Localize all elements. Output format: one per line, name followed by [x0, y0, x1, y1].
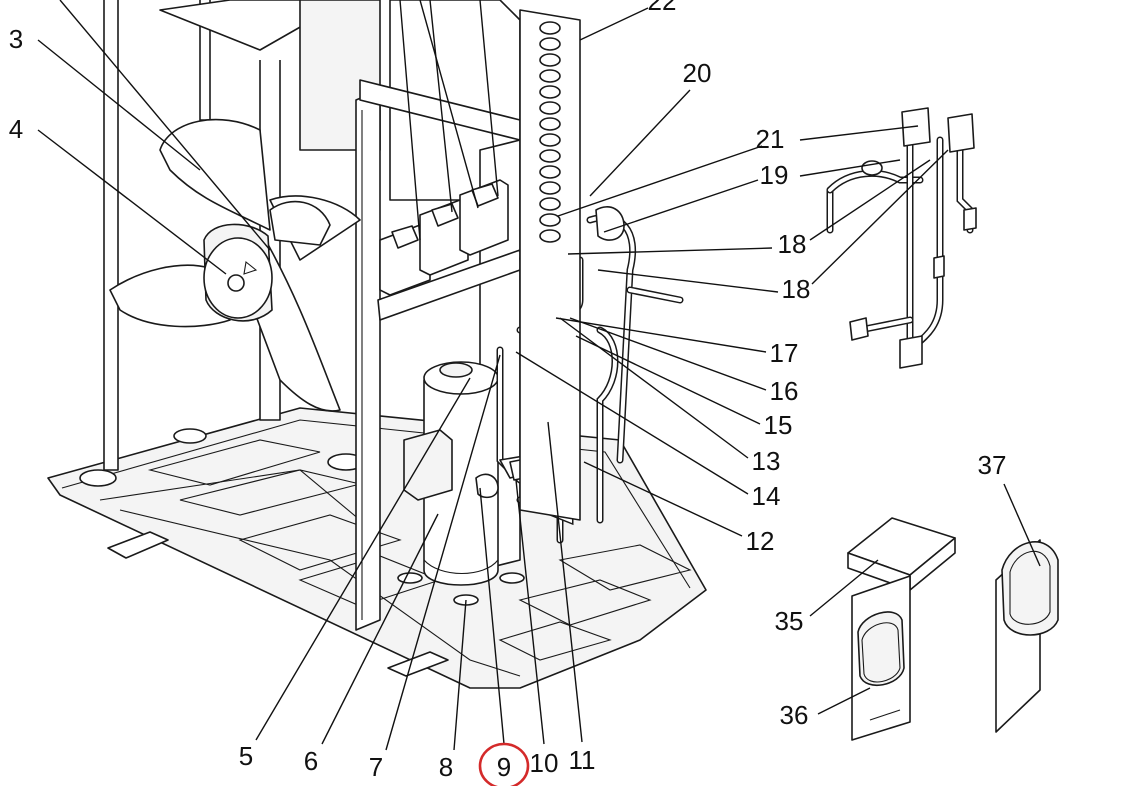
- part-label-6: 6: [304, 746, 318, 776]
- leader-line-4: [37, 129, 227, 275]
- coil-bend: [539, 181, 561, 195]
- leader-line-37: [1003, 483, 1041, 567]
- leader-line-16: [569, 317, 767, 391]
- part-label-20: 20: [683, 58, 712, 88]
- part-label-4: 4: [9, 114, 23, 144]
- leader-line-10: [515, 479, 545, 745]
- leader-line: [799, 125, 919, 141]
- part-label-17: 17: [770, 338, 799, 368]
- part-label-12: 12: [746, 526, 775, 556]
- coil-bend: [539, 117, 561, 131]
- leader-line: [419, 0, 479, 209]
- compressor: [397, 361, 525, 606]
- fan-motor: [203, 200, 331, 322]
- leader-line-12: [583, 461, 743, 537]
- part-label-3: 3: [9, 24, 23, 54]
- part-label-18a: 18: [778, 229, 807, 259]
- leader-line: [799, 159, 901, 177]
- coil-bend: [539, 197, 561, 211]
- coil-bend: [539, 21, 561, 35]
- part-label-7: 7: [369, 752, 383, 782]
- leader-line: [811, 149, 949, 285]
- leader-line: [399, 0, 421, 241]
- coil-bend: [539, 85, 561, 99]
- leader-line-18a: [567, 247, 773, 255]
- coil-bend: [539, 149, 561, 163]
- part-number-labels: 3 4 5 6 7 8 9 10 11 12 13 14 15 16 17 18 18 19 20 21 22 35 36 3…: [9, 0, 1007, 782]
- coil-bend: [539, 165, 561, 179]
- coil-bend: [539, 53, 561, 67]
- leader-line-6: [321, 513, 439, 745]
- part-label-10: 10: [530, 748, 559, 778]
- leader-line: [809, 159, 931, 241]
- service-panel-36: [851, 575, 911, 741]
- part-label-14: 14: [752, 481, 781, 511]
- coil-bend: [539, 213, 561, 227]
- leader-line: [429, 0, 453, 213]
- part-label-11: 11: [569, 745, 596, 775]
- coil-bend: [539, 69, 561, 83]
- leader-line-13: [559, 317, 749, 459]
- leader-line-5: [255, 377, 471, 741]
- leader-line-14: [515, 351, 749, 495]
- part-label-37: 37: [978, 450, 1007, 480]
- leader-line-15: [575, 335, 761, 425]
- highlight-circle: [478, 742, 530, 786]
- part-label-5: 5: [239, 741, 253, 771]
- leader-line-35: [809, 559, 879, 617]
- leader-line-8: [453, 599, 467, 751]
- leader-line-7: [385, 354, 501, 751]
- leader-line-19: [603, 179, 759, 233]
- part-label-21: 21: [756, 124, 785, 154]
- part-label-8: 8: [439, 752, 453, 782]
- part-label-16: 16: [770, 376, 799, 406]
- leader-lines: [37, 0, 1041, 751]
- coil-bend: [539, 133, 561, 147]
- valve-assembly-detail: [826, 107, 977, 369]
- heat-exchanger-coil: [519, 9, 581, 521]
- coil-bend: [539, 101, 561, 115]
- part-label-15: 15: [764, 410, 793, 440]
- mounting-feet: [107, 531, 449, 677]
- coil-bend: [539, 229, 561, 243]
- part-label-18b: 18: [782, 274, 811, 304]
- side-panel-37: [995, 539, 1059, 733]
- leader-line-3: [37, 39, 201, 171]
- part-label-22: 22: [648, 0, 677, 16]
- coil-bend: [539, 37, 561, 51]
- leader-line-9: [479, 487, 505, 745]
- leader-line: [59, 0, 271, 251]
- part-label-9: 9: [497, 752, 511, 782]
- part-label-19: 19: [760, 160, 789, 190]
- leader-line-18b: [597, 269, 779, 293]
- part-label-35: 35: [775, 606, 804, 636]
- leader-line: [479, 0, 499, 197]
- leader-line-36: [817, 687, 871, 715]
- part-label-36: 36: [780, 700, 809, 730]
- leader-line-22: [579, 7, 649, 41]
- leader-line-20: [589, 89, 691, 197]
- leader-line-11: [547, 421, 583, 743]
- part-label-13: 13: [752, 446, 781, 476]
- leader-line-21: [557, 145, 763, 217]
- leader-line-17: [555, 317, 767, 353]
